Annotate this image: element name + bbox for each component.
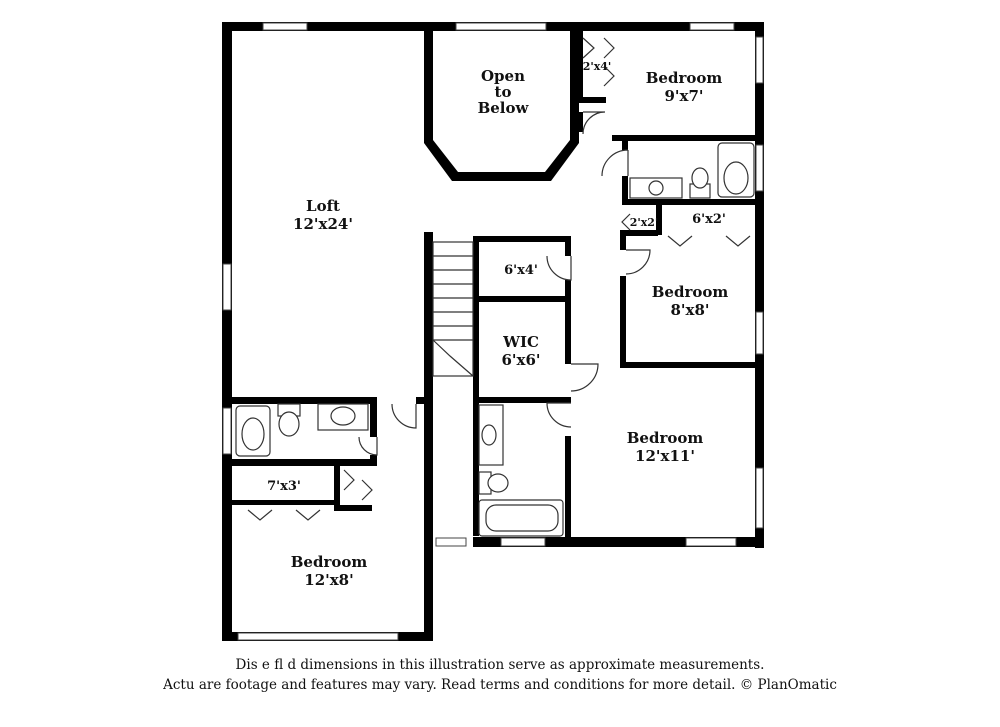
closet-6x4-dim: 6'x4' [504, 263, 538, 278]
bedroom-left-name: Bedroom [291, 553, 368, 571]
fixtures [235, 142, 755, 537]
bedroom-right-name: Bedroom [627, 429, 704, 447]
windows [222, 22, 764, 641]
closet-7x3-dim: 7'x3' [267, 479, 301, 494]
doors [247, 37, 751, 521]
staircase [432, 241, 474, 377]
wic-name: WIC [502, 333, 539, 351]
room-labels: Loft 12'x24' Open to Below Bedroom 9'x7'… [267, 60, 728, 589]
closet-2x4-dim: 2'x4' [583, 60, 612, 73]
closet-2x2-dim: 2'x2' [630, 216, 659, 229]
bedroom-top-name: Bedroom [646, 69, 723, 87]
bedroom-top-dim: 9'x7' [664, 87, 703, 105]
loft-name: Loft [306, 197, 340, 215]
bedroom-mid-dim: 8'x8' [670, 301, 709, 319]
bedroom-left-dim: 12'x8' [304, 571, 353, 589]
open-to-below-line1: Open [481, 67, 525, 85]
bedroom-right-dim: 12'x11' [635, 447, 695, 465]
disclaimer-line1: Dis e fl d dimensions in this illustrati… [235, 657, 765, 673]
closet-6x2-dim: 6'x2' [692, 212, 726, 227]
bedroom-mid-name: Bedroom [652, 283, 729, 301]
loft-dim: 12'x24' [293, 215, 353, 233]
floor-plan: Loft 12'x24' Open to Below Bedroom 9'x7'… [222, 22, 764, 641]
interior-walls [232, 31, 764, 541]
disclaimer-line2: Actu are footage and features may vary. … [163, 677, 837, 693]
open-to-below-line2: to [495, 83, 512, 101]
wic-dim: 6'x6' [501, 351, 540, 369]
disclaimer: Dis e fl d dimensions in this illustrati… [0, 655, 1000, 695]
open-to-below-line3: Below [478, 99, 530, 117]
